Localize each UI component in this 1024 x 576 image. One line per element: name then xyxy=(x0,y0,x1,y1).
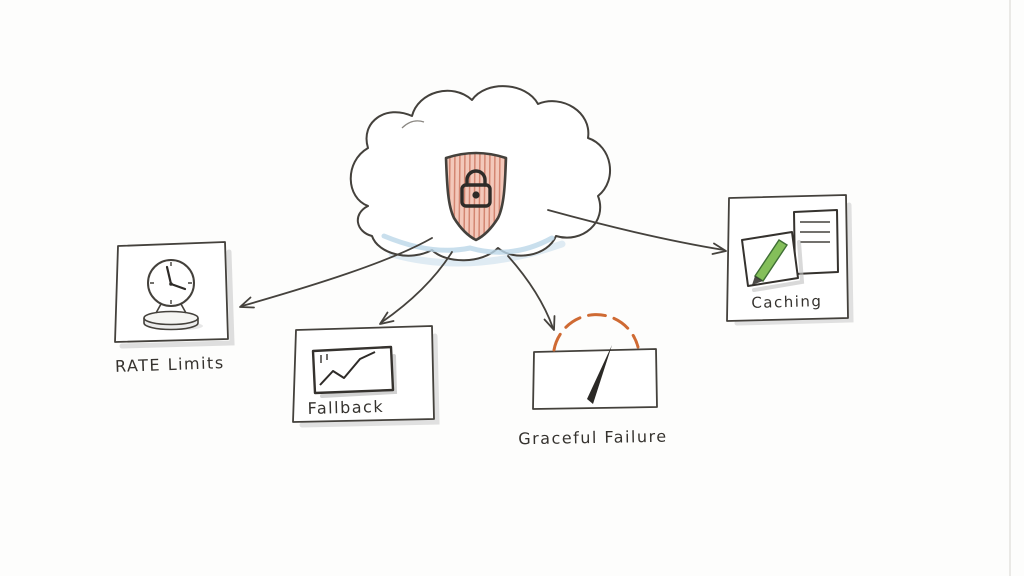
rate-limits-label: RATE Limits xyxy=(115,353,225,376)
node-fallback: Fallback xyxy=(292,325,440,428)
cloud-inner-shade xyxy=(381,233,555,255)
arrow-to-caching xyxy=(547,209,727,255)
caching-label: Caching xyxy=(751,292,823,312)
gauge-needle xyxy=(587,345,612,404)
graceful-failure-label: Graceful Failure xyxy=(518,427,668,449)
node-graceful-failure: Graceful Failure xyxy=(518,313,668,449)
shield-lock-icon xyxy=(444,151,508,242)
pen-tip xyxy=(752,276,763,285)
fallback-label: Fallback xyxy=(307,397,384,418)
cloud-detail-line xyxy=(401,120,425,129)
documents-icon xyxy=(741,209,839,292)
gauge-icon xyxy=(552,313,640,404)
graceful-failure-box xyxy=(532,348,658,410)
box-shadow xyxy=(299,333,440,428)
lock-shackle xyxy=(465,169,487,187)
arrow-to-fallback xyxy=(379,251,453,325)
box-shadow xyxy=(734,202,854,326)
lock-body xyxy=(460,183,492,208)
arrow-to-graceful-failure xyxy=(507,255,556,331)
trend-chart-icon xyxy=(311,345,398,398)
arrow-to-rate-limits xyxy=(239,237,433,309)
lock-keyhole xyxy=(472,191,480,199)
node-caching: Caching xyxy=(726,194,854,326)
box-shadow xyxy=(119,249,235,349)
node-rate-limits: RATE Limits xyxy=(114,241,235,376)
clock-icon xyxy=(143,259,203,331)
gauge-arc xyxy=(552,313,640,352)
shield-outline xyxy=(444,151,508,242)
